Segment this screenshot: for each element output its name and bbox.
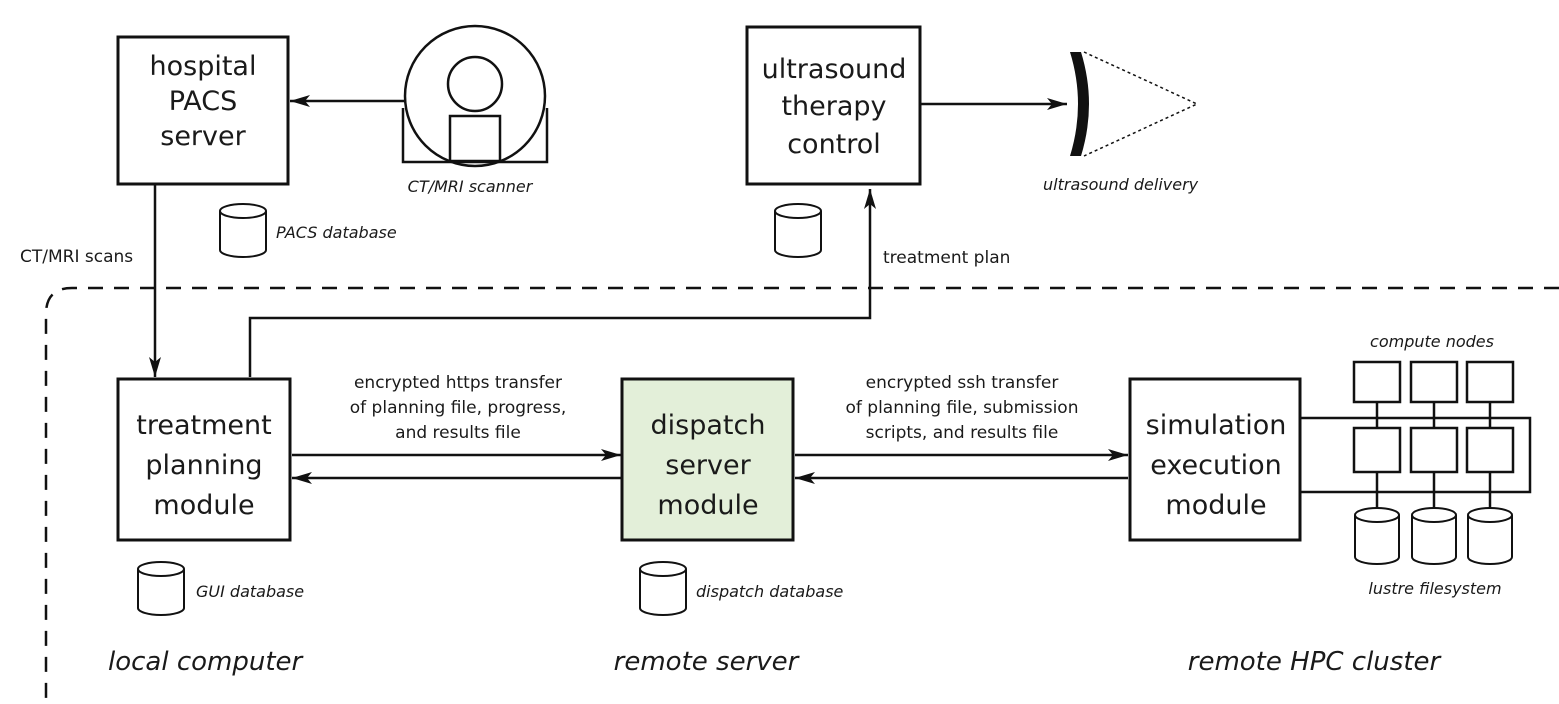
treatment-planning-node: treatment planning module (116, 377, 292, 542)
dispatch-server-label-3: module (657, 490, 758, 521)
ultrasound-transducer-icon (1070, 51, 1199, 157)
dispatch-server-label-2: server (665, 450, 751, 481)
treatment-plan-arrow (248, 189, 876, 377)
ultrasound-database-icon (774, 203, 822, 258)
dispatch-database-icon (639, 561, 687, 616)
simulation-execution-label-1: simulation (1146, 410, 1287, 441)
simulation-execution-label-3: module (1165, 490, 1266, 521)
gui-database-label: GUI database (196, 582, 304, 601)
compute-nodes-label: compute nodes (1370, 332, 1494, 351)
https-transfer-label-2: of planning file, progress, (350, 398, 566, 418)
simulation-execution-label-2: execution (1150, 450, 1282, 481)
dispatch-server-box (620, 377, 795, 542)
dispatch-database-label: dispatch database (696, 582, 844, 601)
scanner-icon (401, 24, 549, 168)
ultrasound-control-label-3: control (787, 129, 881, 160)
ultrasound-control-label-2: therapy (781, 91, 886, 122)
local-computer-label: local computer (108, 647, 305, 677)
pacs-server-node: hospital PACS server (116, 35, 290, 186)
compute-nodes-icon (1300, 360, 1532, 508)
system-boundary (44, 286, 1559, 699)
lustre-filesystem-label: lustre filesystem (1368, 579, 1501, 598)
simulation-execution-node: simulation execution module (1128, 377, 1302, 542)
https-transfer-label-3: and results file (395, 423, 521, 443)
hpc-cluster-label: remote HPC cluster (1188, 647, 1443, 677)
ssh-transfer-label-1: encrypted ssh transfer (866, 373, 1059, 393)
dispatch-server-label-1: dispatch (651, 410, 766, 441)
pacs-database-label: PACS database (276, 223, 397, 242)
ssh-transfer-label-2: of planning file, submission (846, 398, 1079, 418)
treatment-plan-edge-label: treatment plan (883, 248, 1010, 268)
https-transfer-label-1: encrypted https transfer (354, 373, 562, 393)
pacs-database-icon (219, 203, 267, 258)
pacs-server-label-1: hospital (150, 51, 257, 82)
ssh-transfer-label-3: scripts, and results file (866, 423, 1059, 443)
pacs-server-label-2: PACS (169, 86, 238, 117)
ultrasound-control-node: ultrasound therapy control (745, 25, 922, 186)
scanner-label: CT/MRI scanner (408, 177, 534, 196)
treatment-planning-label-1: treatment (136, 410, 271, 441)
dispatch-server-node: dispatch server module (620, 377, 795, 542)
treatment-planning-label-2: planning (145, 450, 262, 481)
scans-edge-label: CT/MRI scans (20, 247, 133, 267)
treatment-planning-label-3: module (153, 490, 254, 521)
remote-server-label: remote server (614, 647, 801, 677)
pacs-server-label-3: server (160, 121, 246, 152)
ultrasound-delivery-label: ultrasound delivery (1043, 175, 1199, 194)
lustre-filesystem-icon (1354, 507, 1513, 565)
ultrasound-control-label-1: ultrasound (762, 54, 907, 85)
gui-database-icon (137, 561, 185, 616)
